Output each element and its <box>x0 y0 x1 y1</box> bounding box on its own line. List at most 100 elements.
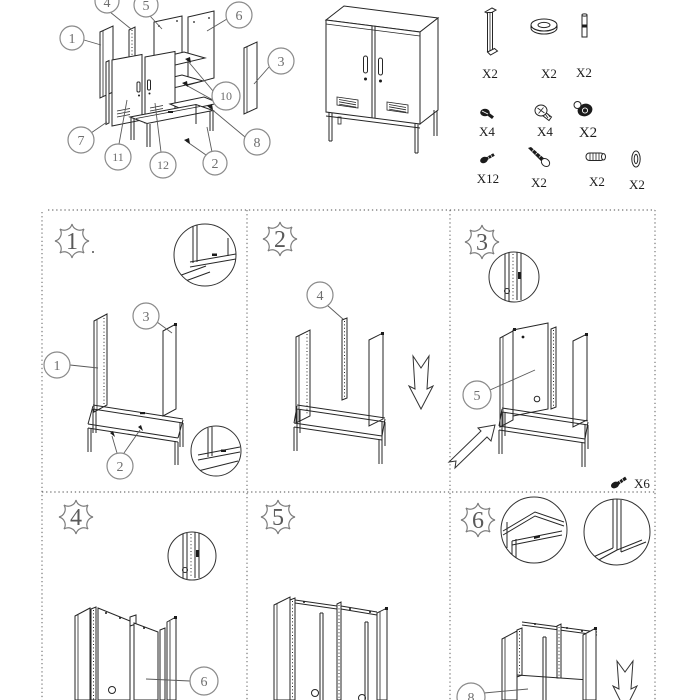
svg-text:5: 5 <box>474 389 481 404</box>
svg-text:X2: X2 <box>579 125 597 141</box>
hardware-item-pin: X2 <box>576 13 592 80</box>
step-3-panel: 3 <box>447 224 650 491</box>
assembled-cabinet <box>324 5 440 154</box>
step-3-assembly <box>498 322 589 467</box>
step-1-detail-circle-top <box>173 223 237 287</box>
step-2-panel: 2 4 <box>262 221 435 464</box>
exploded-callout-lines <box>83 11 270 156</box>
hardware-item-bolt: X2 <box>528 147 551 190</box>
panel-grid-borders <box>41 209 656 700</box>
step-6-callout-8: 8 <box>456 682 529 700</box>
svg-text:5: 5 <box>143 0 150 14</box>
svg-text:X2: X2 <box>576 65 592 80</box>
ring-icon <box>631 150 641 168</box>
svg-text:X4: X4 <box>537 124 553 139</box>
hardware-item-small-screw: X12 <box>477 153 499 186</box>
svg-text:7: 7 <box>78 134 85 149</box>
svg-text:1: 1 <box>69 32 76 47</box>
exploded-callout-10: 10 <box>211 81 241 111</box>
step-6-assembly <box>501 621 598 700</box>
washer-icon <box>530 18 558 35</box>
exploded-parts <box>99 10 258 147</box>
svg-text:4: 4 <box>317 289 324 304</box>
exploded-callout-3: 3 <box>267 47 295 75</box>
step-3-badge: 3 <box>464 224 500 260</box>
step-1-base-frame <box>87 404 184 465</box>
hardware-item-pan-screw: X4 <box>534 104 553 139</box>
step-5-panel: 5 <box>260 499 388 700</box>
vent-right <box>386 101 409 114</box>
step-1-panel: 1 <box>43 223 242 480</box>
hardware-list: X2 X2 X2 X4 <box>477 7 645 192</box>
step-1-side-panel-right <box>162 323 177 417</box>
svg-text:8: 8 <box>254 136 261 151</box>
step-6-detail-circle-left <box>500 496 568 564</box>
exploded-callout-12: 12 <box>149 151 177 179</box>
flat-screw-icon <box>480 108 494 119</box>
svg-text:10: 10 <box>220 89 232 103</box>
exploded-callout-7: 7 <box>67 126 95 154</box>
vent-left <box>336 96 359 109</box>
step-2-divider-strip <box>341 317 348 401</box>
hardware-item-anchor: X2 <box>585 152 606 189</box>
anchor-icon <box>585 152 606 161</box>
svg-text:6: 6 <box>236 9 243 24</box>
handle-icon <box>483 7 499 56</box>
svg-text:11: 11 <box>112 150 124 164</box>
svg-text:3: 3 <box>278 55 285 70</box>
svg-text:X2: X2 <box>482 66 498 81</box>
exploded-callout-2: 2 <box>202 150 228 176</box>
exploded-callout-6: 6 <box>225 1 253 29</box>
svg-text:X4: X4 <box>479 124 495 139</box>
svg-text:X12: X12 <box>477 171 499 186</box>
svg-text:1: 1 <box>54 359 61 374</box>
svg-text:4: 4 <box>70 505 82 531</box>
exploded-callout-4: 4 <box>94 0 120 14</box>
step-1-side-panel-left <box>93 313 108 413</box>
step-3-callout-5: 5 <box>462 369 536 410</box>
step-4-detail-circle <box>167 531 217 581</box>
exploded-callout-5: 5 <box>133 0 159 18</box>
pin-icon <box>581 13 588 38</box>
step-3-detail-circle <box>488 251 540 303</box>
step-4-badge: 4 <box>58 499 94 535</box>
svg-text:X2: X2 <box>531 175 547 190</box>
svg-text:2: 2 <box>274 227 286 253</box>
exploded-callout-1: 1 <box>59 25 85 51</box>
step-2-callout-4: 4 <box>306 281 345 321</box>
exploded-view: 1 2 3 4 5 6 7 8 10 11 12 <box>59 0 295 179</box>
step-5-badge: 5 <box>260 499 296 535</box>
screw-icon <box>610 476 627 489</box>
svg-text:5: 5 <box>272 505 284 531</box>
cam-lock-icon <box>573 101 593 117</box>
step-1-detail-circle-bottom <box>190 425 242 477</box>
hardware-item-cam-lock: X2 <box>573 101 597 141</box>
hardware-item-ring: X2 <box>629 150 645 192</box>
svg-text:X2: X2 <box>629 177 645 192</box>
svg-text:12: 12 <box>157 158 169 172</box>
hardware-item-washer: X2 <box>530 18 558 81</box>
hardware-item-flat-screw: X4 <box>479 108 495 139</box>
down-arrow <box>611 659 639 700</box>
step-1-badge: 1 <box>54 223 94 259</box>
svg-text:8: 8 <box>468 691 475 700</box>
svg-text:X2: X2 <box>589 174 605 189</box>
svg-text:1: 1 <box>66 229 78 255</box>
svg-text:2: 2 <box>212 157 219 172</box>
step-6-badge: 6 <box>460 502 496 538</box>
hardware-item-handle: X2 <box>482 7 499 81</box>
exploded-callout-11: 11 <box>104 143 132 171</box>
step-1-callout-3: 3 <box>132 302 173 334</box>
pan-screw-icon <box>534 104 553 122</box>
svg-text:X2: X2 <box>541 66 557 81</box>
step-2-assembly <box>293 329 386 464</box>
down-arrow <box>407 354 435 411</box>
step-4-assembly <box>74 606 177 700</box>
step-6-panel: 6 <box>456 496 651 700</box>
svg-text:6: 6 <box>472 508 484 534</box>
step-4-callout-6: 6 <box>145 666 219 696</box>
insert-arrow <box>447 424 496 470</box>
svg-text:6: 6 <box>201 675 208 690</box>
